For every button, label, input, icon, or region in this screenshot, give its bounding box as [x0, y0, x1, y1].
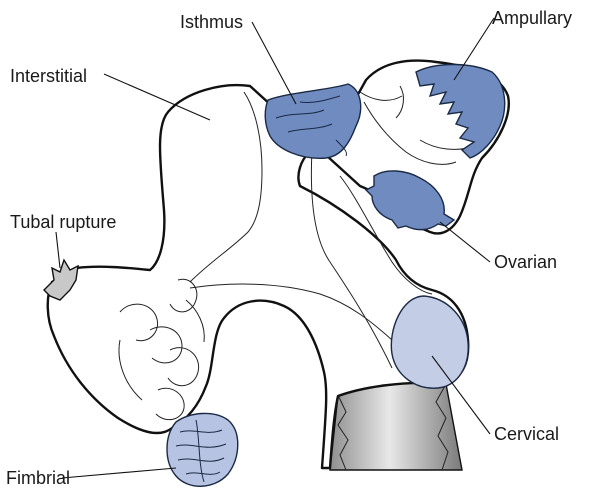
label-interstitial: Interstitial [10, 66, 87, 86]
leader-line-ovarian [440, 222, 490, 262]
label-cervical: Cervical [494, 424, 559, 444]
label-ampullary: Ampullary [492, 8, 572, 28]
label-fimbrial: Fimbrial [6, 468, 70, 488]
label-ovarian: Ovarian [494, 252, 557, 272]
leader-line-tubal-rupture [56, 232, 60, 268]
leader-line-isthmus [252, 22, 296, 104]
label-isthmus: Isthmus [180, 12, 243, 32]
leader-line-fimbrial [62, 468, 176, 478]
label-tubal-rupture: Tubal rupture [10, 212, 116, 232]
